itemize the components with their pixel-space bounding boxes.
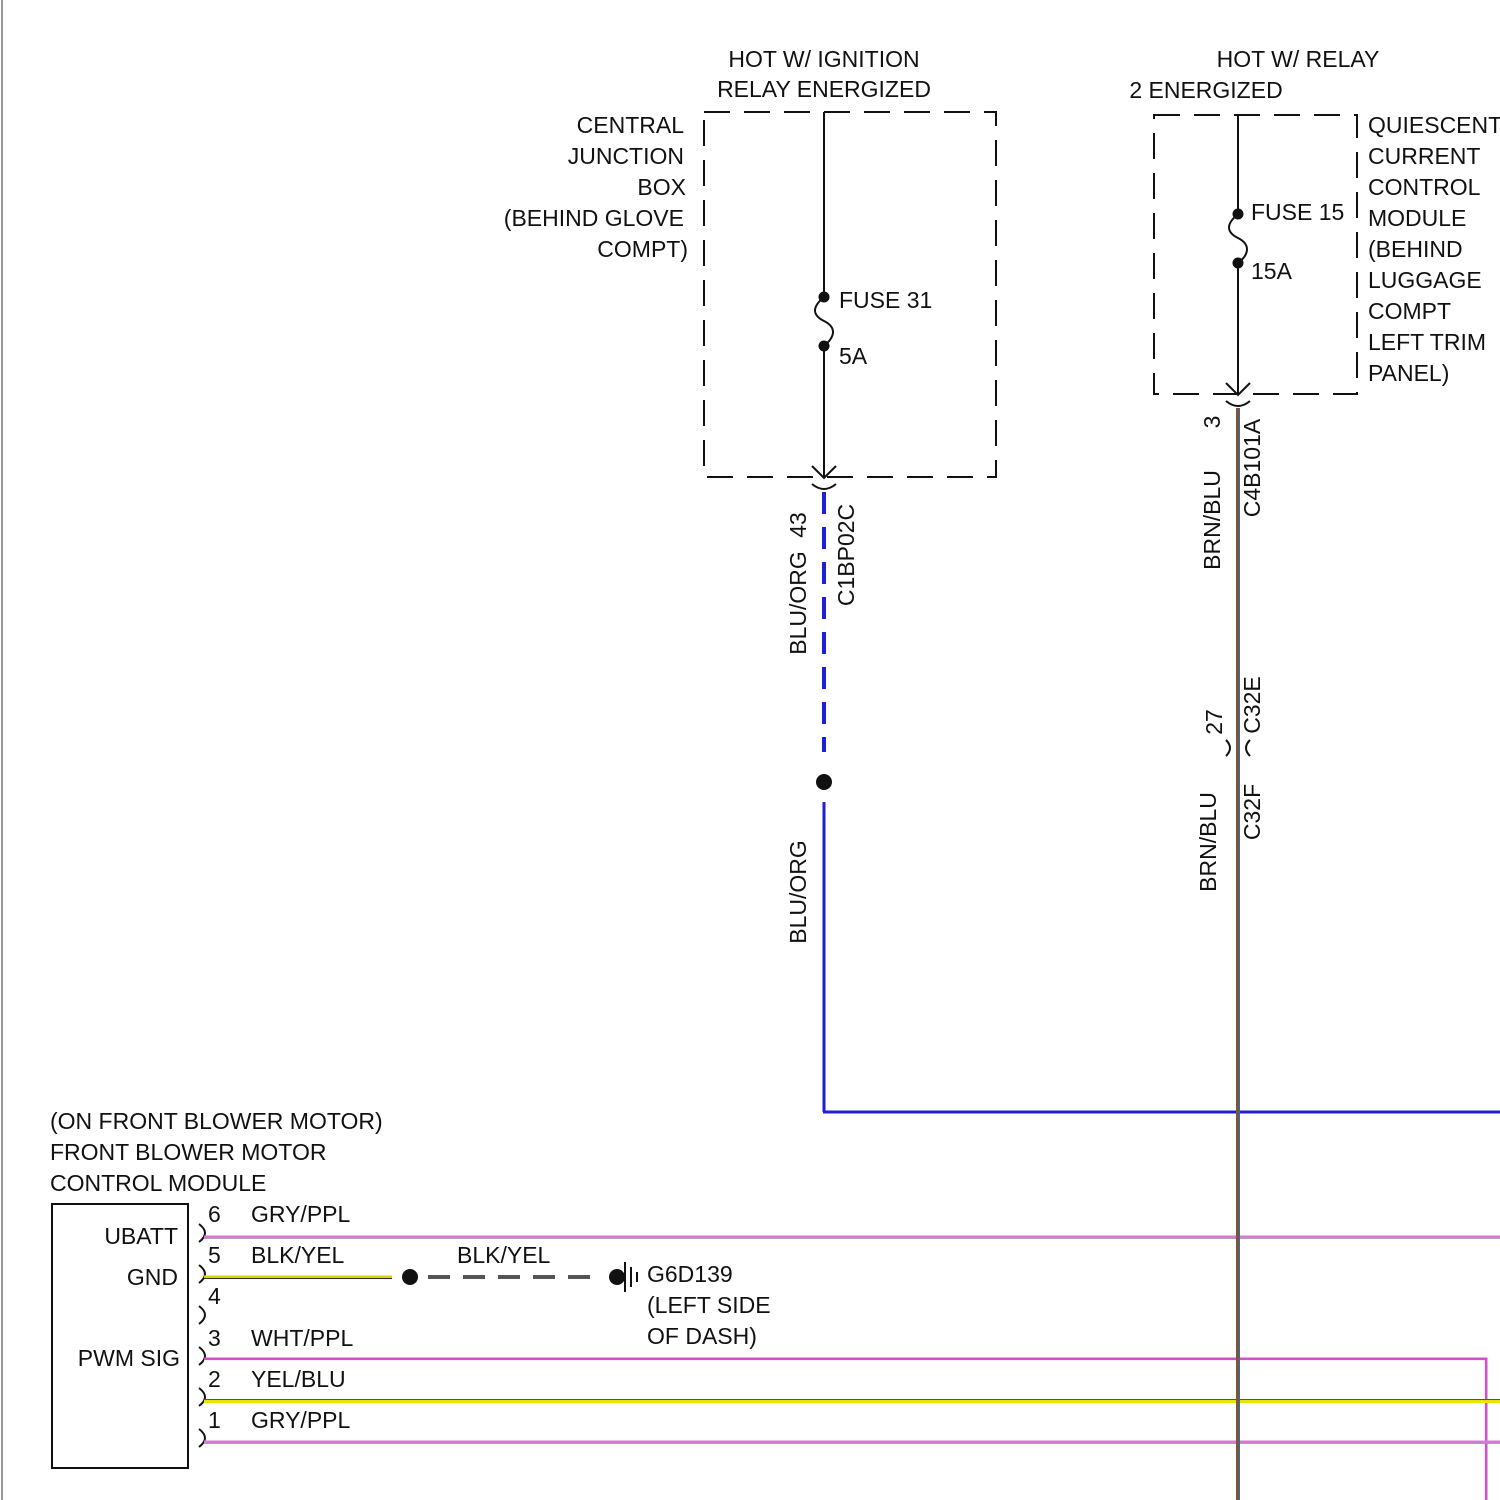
pin-1-wire-color: GRY/PPL	[251, 1407, 350, 1433]
jb-header-line-1: HOT W/ IGNITION	[728, 46, 919, 72]
pin-2-bracket	[199, 1388, 205, 1406]
jb-label-line-5: COMPT)	[597, 236, 688, 262]
qccm-dashed-outline	[1154, 115, 1357, 394]
splice-dot	[816, 774, 832, 790]
pin-6-bracket	[199, 1224, 205, 1242]
central-junction-box: HOT W/ IGNITION RELAY ENERGIZED CENTRAL …	[504, 46, 1500, 1112]
qccm-header-line-1: HOT W/ RELAY	[1217, 46, 1380, 72]
fuse-31-rating: 5A	[839, 343, 868, 369]
terminal-ubatt: UBATT	[104, 1223, 178, 1249]
inline-connector-upper-id: C32E	[1239, 676, 1265, 734]
blower-label-line-1: (ON FRONT BLOWER MOTOR)	[50, 1108, 383, 1134]
pin-2-wire-color: YEL/BLU	[251, 1366, 346, 1392]
blower-label-line-3: CONTROL MODULE	[50, 1170, 266, 1196]
qccm-label-line-1: QUIESCENT	[1368, 112, 1500, 138]
qccm-label-line-7: COMPT	[1368, 298, 1451, 324]
pin-3-bracket	[199, 1347, 205, 1365]
pin-3-wire-color: WHT/PPL	[251, 1325, 353, 1351]
fuse-15-symbol	[1229, 214, 1247, 263]
pin-6-number: 6	[208, 1201, 221, 1227]
ground-location-line-2: OF DASH)	[647, 1323, 757, 1349]
qccm-pin-number: 3	[1199, 416, 1225, 429]
pin-6-wire-color: GRY/PPL	[251, 1201, 350, 1227]
jb-label-line-1: CENTRAL	[577, 112, 685, 138]
jb-pin-number: 43	[785, 512, 811, 538]
inline-pin-number: 27	[1201, 709, 1227, 735]
quiescent-current-control-module: HOT W/ RELAY 2 ENERGIZED QUIESCENT CURRE…	[1129, 46, 1500, 1500]
fuse-31-symbol	[815, 297, 833, 346]
ground-location-line-1: (LEFT SIDE	[647, 1292, 771, 1318]
inline-connector-right-bracket	[1246, 740, 1250, 756]
pin-3-wire	[204, 1359, 1486, 1500]
front-blower-motor-control-module: (ON FRONT BLOWER MOTOR) FRONT BLOWER MOT…	[50, 1108, 1500, 1500]
qccm-wire-color-lower: BRN/BLU	[1195, 792, 1221, 892]
qccm-label-line-3: CONTROL	[1368, 174, 1481, 200]
qccm-label-line-5: (BEHIND	[1368, 236, 1463, 262]
fuse-31-name: FUSE 31	[839, 287, 932, 313]
ground-wire-color: BLK/YEL	[457, 1242, 551, 1268]
pin-4-number: 4	[208, 1283, 221, 1309]
inline-connector-left-bracket	[1226, 740, 1230, 756]
ground-id: G6D139	[647, 1261, 733, 1287]
ground-symbol-icon	[625, 1262, 637, 1292]
ground-splice-dot	[402, 1269, 418, 1285]
qccm-header-line-2: 2 ENERGIZED	[1129, 77, 1282, 103]
pin-3-number: 3	[208, 1325, 221, 1351]
qccm-label-line-2: CURRENT	[1368, 143, 1480, 169]
jb-connector-id: C1BP02C	[833, 504, 859, 606]
blower-label-line-2: FRONT BLOWER MOTOR	[50, 1139, 326, 1165]
jb-wire-color-upper: BLU/ORG	[785, 551, 811, 655]
qccm-label-line-4: MODULE	[1368, 205, 1466, 231]
inline-connector-lower-id: C32F	[1239, 784, 1265, 840]
qccm-wire-color-upper: BRN/BLU	[1199, 470, 1225, 570]
qccm-connector-cup	[1226, 401, 1250, 406]
terminal-gnd: GND	[127, 1264, 178, 1290]
qccm-label-line-9: PANEL)	[1368, 360, 1449, 386]
pin-3-wire-tracer	[204, 1361, 1485, 1500]
pin-4-bracket	[199, 1306, 205, 1324]
jb-header-line-2: RELAY ENERGIZED	[717, 76, 931, 102]
jb-label-line-2: JUNCTION	[568, 143, 684, 169]
terminal-pwm-sig: PWM SIG	[78, 1345, 180, 1371]
jb-connector-cup	[812, 484, 836, 489]
ground-eyelet-dot	[609, 1269, 625, 1285]
pin-1-number: 1	[208, 1407, 221, 1433]
pin-5-wire-color: BLK/YEL	[251, 1242, 345, 1268]
qccm-label-line-8: LEFT TRIM	[1368, 329, 1486, 355]
pin-5-bracket	[199, 1265, 205, 1283]
pin-5-number: 5	[208, 1242, 221, 1268]
pin-2-number: 2	[208, 1366, 221, 1392]
qccm-label-line-6: LUGGAGE	[1368, 267, 1482, 293]
pin-1-bracket	[199, 1429, 205, 1447]
fuse-15-name: FUSE 15	[1251, 199, 1344, 225]
jb-label-line-4: (BEHIND GLOVE	[504, 205, 684, 231]
qccm-connector-id: C4B101A	[1239, 418, 1265, 517]
fuse-15-rating: 15A	[1251, 258, 1293, 284]
jb-wire-color-lower: BLU/ORG	[785, 840, 811, 944]
jb-label-line-3: BOX	[637, 174, 686, 200]
